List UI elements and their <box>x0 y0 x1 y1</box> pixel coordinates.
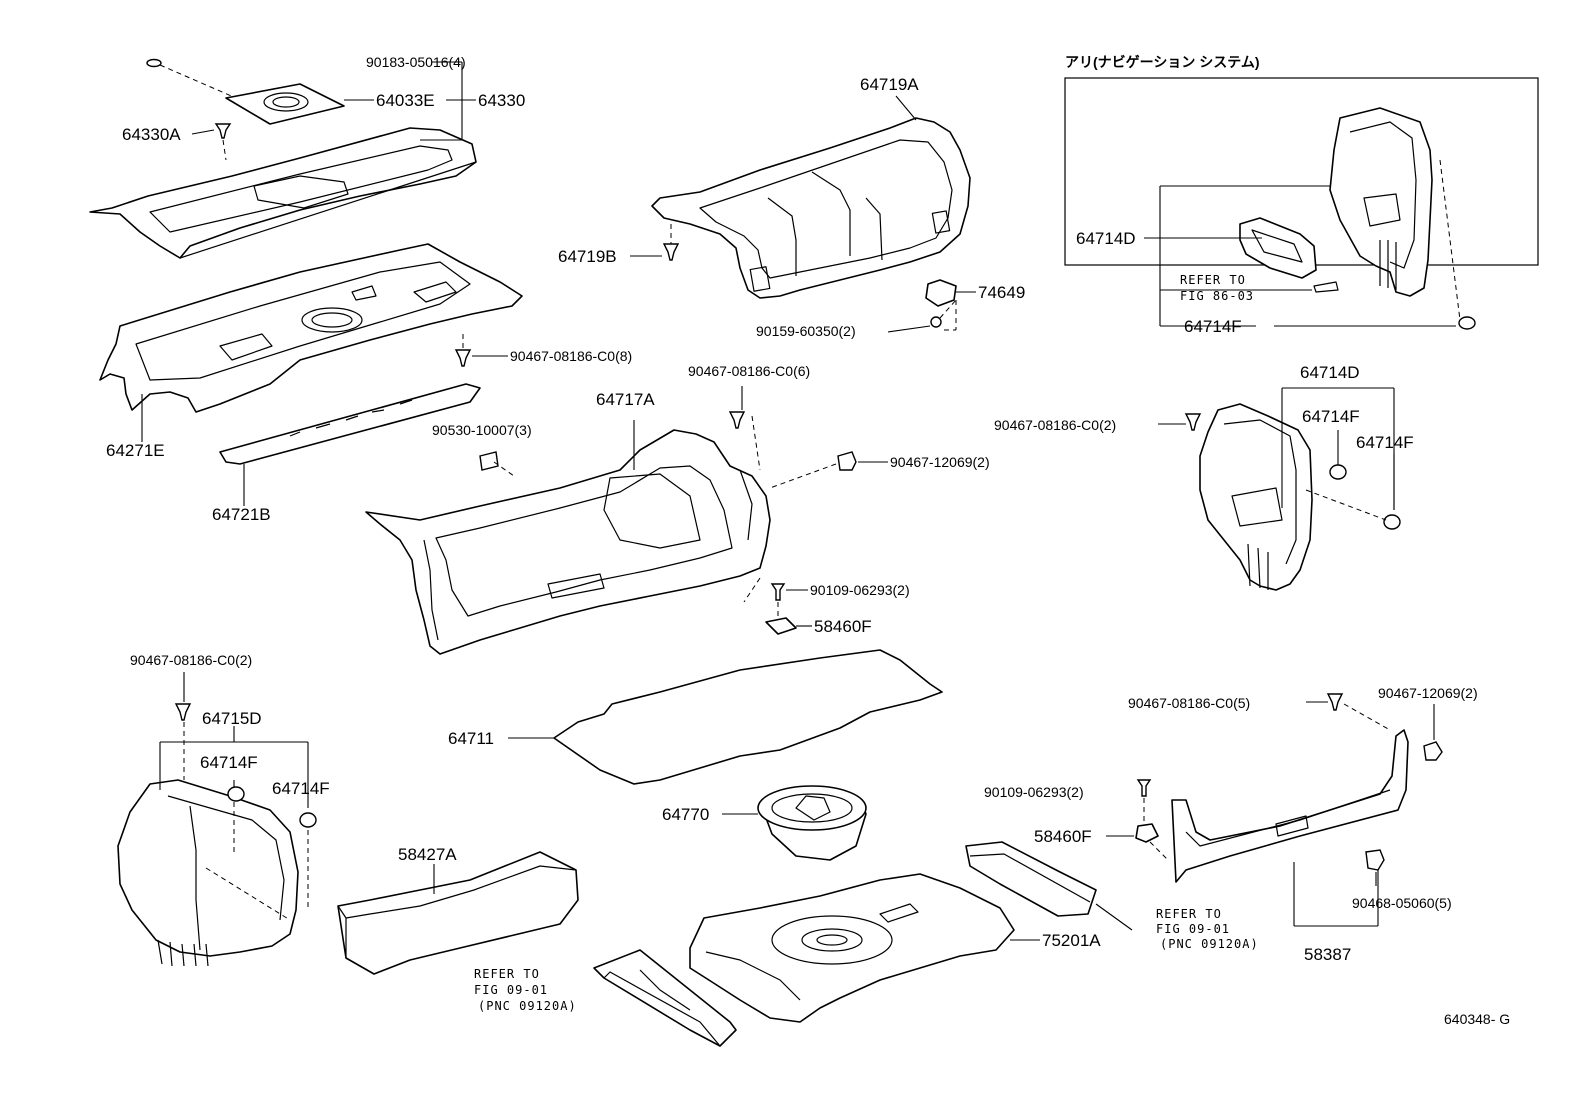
plug-64714F-l2 <box>299 812 317 828</box>
inset-refer-line-1: REFER TO <box>1180 273 1246 287</box>
trunk-lid-trim-64719A <box>651 95 971 299</box>
label-90109-b: 90109-06293(2) <box>984 784 1084 800</box>
floor-board-75201A <box>689 873 1040 1023</box>
label-64271E: 64271E <box>106 441 165 460</box>
rear-deck-panel-64271E <box>99 243 523 442</box>
inset-refer-line-2: FIG 86-03 <box>1180 289 1254 303</box>
pad-90530 <box>479 451 515 477</box>
right-refer-line-1: REFER TO <box>1156 907 1222 921</box>
side-trim-64714D <box>1199 387 1395 591</box>
figure-id: 640348- G <box>1444 1011 1510 1027</box>
plug-64714F-l1 <box>227 786 245 802</box>
label-64717A: 64717A <box>596 390 655 409</box>
plug-64714F-r1 <box>1329 464 1347 480</box>
fastener-90183 <box>146 58 237 99</box>
clip-90468 <box>1365 849 1385 886</box>
bottom-refer-line-1: REFER TO <box>474 967 540 981</box>
label-58427A: 58427A <box>398 845 457 864</box>
screw-90159 <box>930 299 957 331</box>
clip-90467-5 <box>1306 693 1391 731</box>
clip-64330A <box>214 123 232 161</box>
label-64714F-r1: 64714F <box>1302 407 1360 426</box>
package-tray-trim <box>89 127 477 259</box>
label-64714F-r2: 64714F <box>1356 433 1414 452</box>
label-90467-8: 90467-08186-C0(8) <box>510 348 632 364</box>
label-58460F-b: 58460F <box>1034 827 1092 846</box>
label-64033E: 64033E <box>376 91 435 110</box>
label-64721B: 64721B <box>212 505 271 524</box>
clip-90467-2-left <box>174 672 192 780</box>
clip-64719B <box>662 224 680 261</box>
leader-lines <box>191 61 931 333</box>
label-90467-2-right: 90467-08186-C0(2) <box>994 417 1116 433</box>
label-64714D-right: 64714D <box>1300 363 1360 382</box>
clip-90467-12069-a <box>769 451 888 489</box>
nut-58460F-a <box>743 577 812 635</box>
label-74649: 74649 <box>978 283 1025 302</box>
rear-trim-58387 <box>1171 729 1409 927</box>
clip-90467-8 <box>454 334 508 367</box>
clip-90467-6 <box>728 386 761 471</box>
label-90183: 90183-05016(4) <box>366 54 466 70</box>
screw-90109-a <box>770 583 808 618</box>
label-64714D-inset: 64714D <box>1076 229 1136 248</box>
label-64719A: 64719A <box>860 75 919 94</box>
part-labels: 90183-05016(4) 64033E 64330 64330A 64719… <box>106 54 1510 1027</box>
bracket-bottom <box>593 949 737 1047</box>
right-refer-line-3: (PNC 09120A) <box>1160 937 1259 951</box>
spacer-58427A <box>337 851 579 975</box>
label-64330: 64330 <box>478 91 525 110</box>
right-refer-line-2: FIG 09-01 <box>1156 922 1230 936</box>
label-90467-12069-b: 90467-12069(2) <box>1378 685 1478 701</box>
speaker-cover-64033E <box>225 83 345 125</box>
label-64719B: 64719B <box>558 247 617 266</box>
label-90467-6: 90467-08186-C0(6) <box>688 363 810 379</box>
side-trim-64715D <box>117 726 309 967</box>
clip-90467-12069-b <box>1423 704 1443 761</box>
bracket-right <box>965 841 1133 931</box>
inset-title: アリ(ナビゲーション システム) <box>1065 54 1260 70</box>
label-75201A: 75201A <box>1042 931 1101 950</box>
bottom-refer-line-3: (PNC 09120A) <box>478 999 577 1013</box>
label-64715D: 64715D <box>202 709 262 728</box>
nut-58460F-b <box>1106 823 1169 861</box>
label-90467-5: 90467-08186-C0(5) <box>1128 695 1250 711</box>
label-64770: 64770 <box>662 805 709 824</box>
label-90467-12069-a: 90467-12069(2) <box>890 454 990 470</box>
label-90159: 90159-60350(2) <box>756 323 856 339</box>
label-90109-a: 90109-06293(2) <box>810 582 910 598</box>
label-64330A: 64330A <box>122 125 181 144</box>
label-64714F-inset: 64714F <box>1184 317 1242 336</box>
label-90467-2-left: 90467-08186-C0(2) <box>130 652 252 668</box>
bottom-refer-line-2: FIG 09-01 <box>474 983 548 997</box>
label-90530: 90530-10007(3) <box>432 422 532 438</box>
trunk-front-trim-64717A <box>365 420 771 655</box>
plug-64714F-r2 <box>1305 489 1401 530</box>
spare-tire-bin-64770 <box>722 785 867 861</box>
label-64714F-l2: 64714F <box>272 779 330 798</box>
label-64714F-l1: 64714F <box>200 753 258 772</box>
bracket-74649 <box>925 279 976 307</box>
screw-90109-b <box>1136 779 1152 824</box>
label-58460F-a: 58460F <box>814 617 872 636</box>
trunk-mat-64711 <box>508 649 943 785</box>
scuff-plate-64721B <box>219 383 481 506</box>
inset-navigation <box>1064 77 1539 330</box>
label-58387: 58387 <box>1304 945 1351 964</box>
clip-90467-2-right <box>1158 413 1202 431</box>
label-64711: 64711 <box>448 729 494 748</box>
label-90468: 90468-05060(5) <box>1352 895 1452 911</box>
